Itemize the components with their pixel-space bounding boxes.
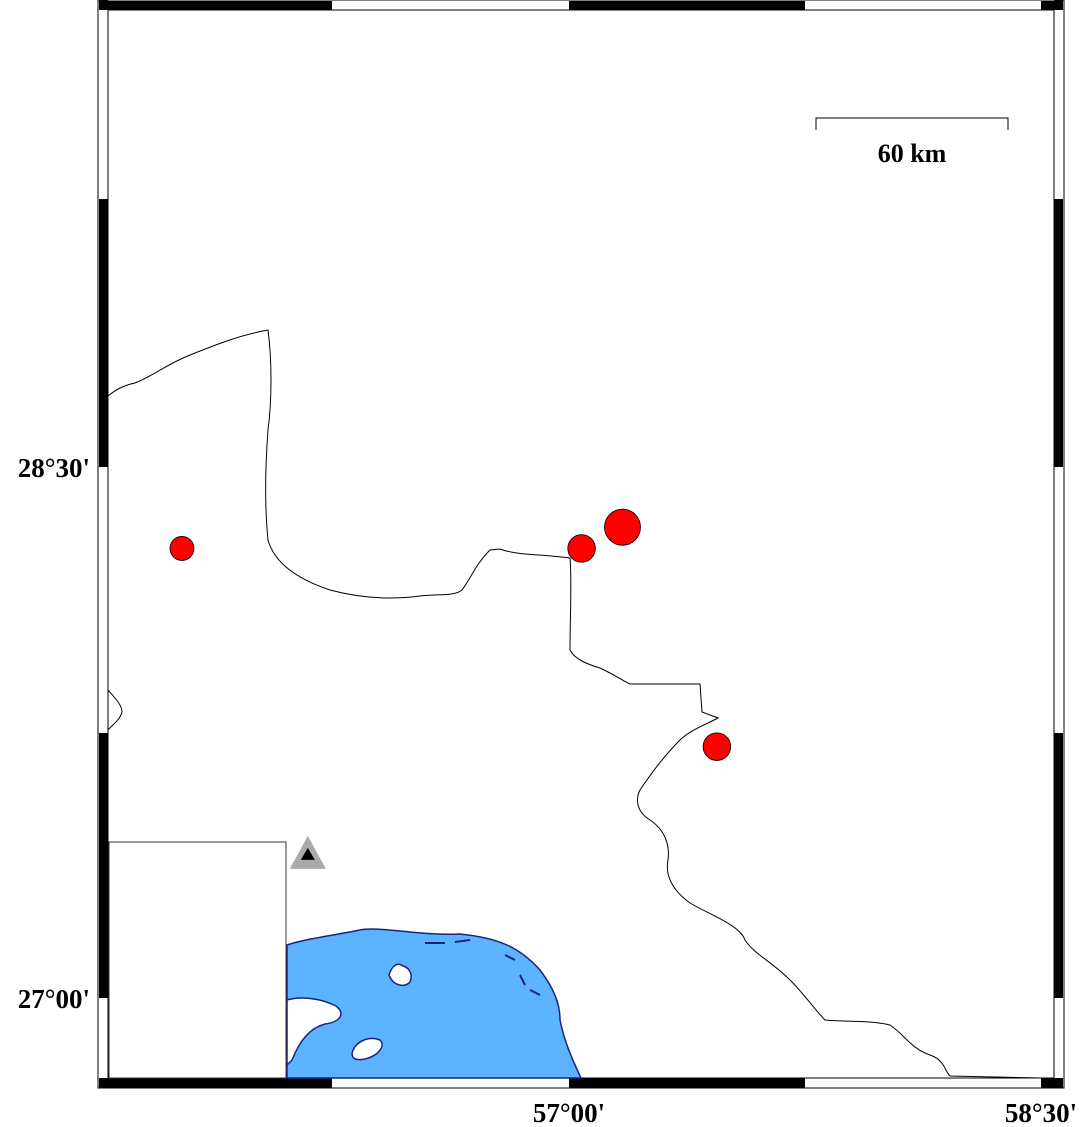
scale-bar: 60 km xyxy=(815,117,1009,168)
earthquake-event-marker xyxy=(169,536,195,561)
earthquake-event-marker xyxy=(702,732,732,761)
x-tick-label: 58°30' xyxy=(1005,1098,1077,1127)
y-tick-label: 27°00' xyxy=(18,984,90,1014)
x-tick-label: 57°00' xyxy=(533,1098,605,1127)
persian-gulf-sea xyxy=(286,928,583,1079)
seismic-stations xyxy=(289,835,326,869)
station-triangle-icon xyxy=(289,835,326,869)
province-borders xyxy=(107,329,1042,1079)
earthquake-event-marker xyxy=(567,534,596,563)
scale-bar-label: 60 km xyxy=(878,139,947,168)
y-tick-label: 28°30' xyxy=(18,453,90,483)
earthquake-events xyxy=(169,508,732,761)
earthquake-event-marker xyxy=(604,508,641,546)
inset-box xyxy=(108,841,287,1079)
